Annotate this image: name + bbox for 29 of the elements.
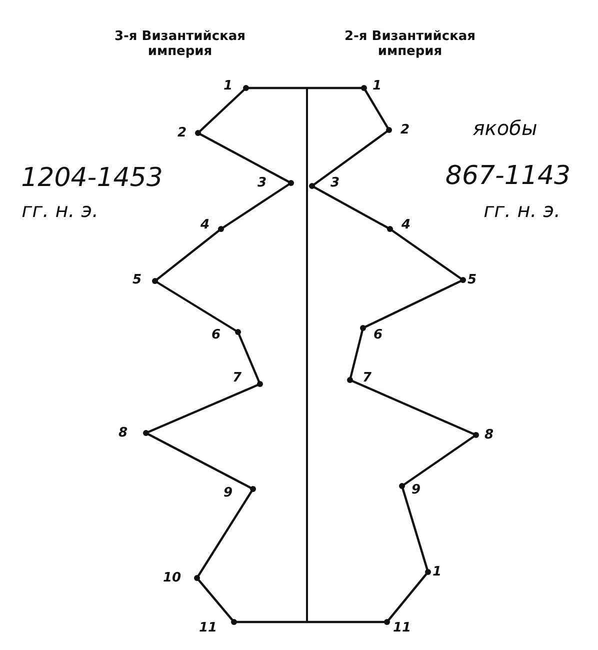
point-number: 6 — [211, 328, 221, 342]
point-number: 11 — [392, 620, 412, 636]
point-number: 1 — [223, 78, 233, 94]
date-range: 1204-1453 — [21, 163, 163, 193]
point-number: 7 — [232, 370, 242, 386]
point-number: 3 — [257, 176, 267, 190]
point-number: 2 — [177, 126, 187, 140]
point-number: 4 — [200, 218, 210, 232]
point-number: 5 — [467, 272, 477, 288]
point-number: 5 — [132, 272, 142, 288]
point-number: 4 — [401, 218, 411, 232]
point-number: 11 — [198, 620, 218, 636]
point-number: 9 — [223, 486, 233, 500]
era-text: гг. н. э. — [484, 198, 560, 222]
chart-heading: 2-я Византийская империя — [343, 29, 477, 59]
point-number: 10 — [162, 570, 182, 586]
point-number: 9 — [411, 482, 421, 498]
point-number: 1 — [372, 78, 382, 94]
point-number: 6 — [373, 328, 383, 342]
era-text: гг. н. э. — [22, 198, 98, 222]
point-number: 8 — [118, 426, 128, 440]
point-number: 7 — [362, 370, 372, 386]
point-number: 8 — [484, 428, 494, 442]
chart-heading: 3-я Византийская империя — [113, 29, 247, 59]
point-number: 2 — [400, 122, 410, 138]
point-number: 1 — [432, 564, 442, 580]
date-range: 867-1143 — [445, 161, 571, 191]
annotation-text: якобы — [472, 116, 538, 140]
point-number: 3 — [330, 176, 340, 190]
